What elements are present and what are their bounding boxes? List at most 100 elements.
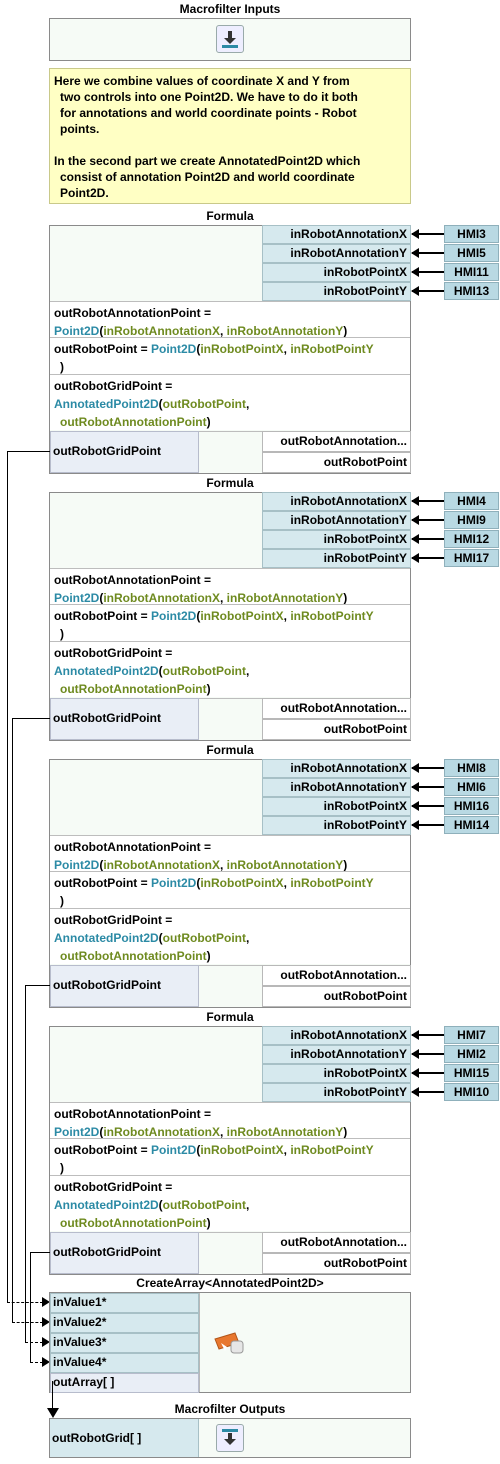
hmi-source[interactable]: HMI11 <box>444 263 499 281</box>
macrofilter-outputs-box[interactable]: outRobotGrid[ ] <box>49 1418 411 1458</box>
function-name: Point2D <box>150 876 197 890</box>
formula-output-point[interactable]: outRobotPoint <box>262 986 411 1007</box>
formula-title: Formula <box>206 476 254 490</box>
argument: inRobotPointY <box>290 876 374 890</box>
formula-lhs: outRobotAnnotationPoint = <box>54 1107 211 1121</box>
output-upload-icon[interactable] <box>216 1424 244 1452</box>
formula-input-port[interactable]: inRobotPointX <box>262 797 411 816</box>
formula-row-robot-point[interactable]: outRobotPoint = Point2D(inRobotPointX, i… <box>50 604 410 641</box>
argument: outRobotPoint <box>162 1198 246 1212</box>
formula-input-port[interactable]: inRobotAnnotationX <box>262 1026 411 1045</box>
formula-row-grid-point[interactable]: outRobotGridPoint = AnnotatedPoint2D(out… <box>50 374 410 430</box>
hmi-source[interactable]: HMI8 <box>444 759 499 777</box>
input-arrow <box>411 1087 444 1097</box>
input-arrow <box>411 763 444 773</box>
create-array-input-1[interactable]: inValue1* <box>50 1293 199 1313</box>
paren: ( <box>158 1198 163 1212</box>
formula-row-grid-point[interactable]: outRobotGridPoint = AnnotatedPoint2D(out… <box>50 1175 410 1231</box>
formula-output-annotation[interactable]: outRobotAnnotation... <box>262 965 411 986</box>
create-array-input-2[interactable]: inValue2* <box>50 1313 199 1333</box>
paren: ( <box>99 324 104 338</box>
output-port[interactable]: outRobotGrid[ ] <box>50 1419 199 1457</box>
hmi-source[interactable]: HMI10 <box>444 1083 499 1101</box>
argument: outRobotAnnotationPoint <box>60 682 207 696</box>
input-arrow <box>411 267 444 277</box>
hmi-source[interactable]: HMI7 <box>444 1026 499 1044</box>
formula-output-port[interactable]: outRobotGridPoint <box>50 965 199 1007</box>
hmi-source[interactable]: HMI3 <box>444 225 499 243</box>
wire-output-arrowhead <box>47 1408 59 1418</box>
formula-output-port[interactable]: outRobotGridPoint <box>50 698 199 740</box>
formula-output-port[interactable]: outRobotGridPoint <box>50 1232 199 1274</box>
formula-input-port[interactable]: inRobotPointX <box>262 263 411 282</box>
hmi-source[interactable]: HMI12 <box>444 530 499 548</box>
hmi-source[interactable]: HMI4 <box>444 492 499 510</box>
argument: inRobotPointX <box>200 876 284 890</box>
formula-row-annotation-point[interactable]: outRobotAnnotationPoint = Point2D(inRobo… <box>50 301 410 338</box>
input-arrow <box>411 1030 444 1040</box>
hmi-source[interactable]: HMI5 <box>444 244 499 262</box>
formula-output-annotation[interactable]: outRobotAnnotation... <box>262 431 411 452</box>
create-array-divider <box>199 1293 200 1392</box>
formula-output-port[interactable]: outRobotGridPoint <box>50 431 199 473</box>
formula-row-annotation-point[interactable]: outRobotAnnotationPoint = Point2D(inRobo… <box>50 835 410 872</box>
formula-input-port[interactable]: inRobotPointY <box>262 1083 411 1102</box>
formula-row-grid-point[interactable]: outRobotGridPoint = AnnotatedPoint2D(out… <box>50 641 410 697</box>
formula-input-port[interactable]: inRobotAnnotationY <box>262 511 411 530</box>
input-arrow <box>411 1068 444 1078</box>
formula-input-port[interactable]: inRobotPointX <box>262 530 411 549</box>
formula-output-spacer <box>199 965 262 1007</box>
formula-row-robot-point[interactable]: outRobotPoint = Point2D(inRobotPointX, i… <box>50 1138 410 1175</box>
hmi-source[interactable]: HMI13 <box>444 282 499 300</box>
formula-row-grid-point[interactable]: outRobotGridPoint = AnnotatedPoint2D(out… <box>50 908 410 964</box>
formula-input-port[interactable]: inRobotPointY <box>262 282 411 301</box>
formula-lhs: outRobotPoint = <box>54 876 151 890</box>
function-name: Point2D <box>150 1143 197 1157</box>
wire-1-horizontal <box>7 451 50 452</box>
formula-input-port[interactable]: inRobotAnnotationY <box>262 778 411 797</box>
formula-title: Formula <box>206 1010 254 1024</box>
formula-output-annotation[interactable]: outRobotAnnotation... <box>262 1232 411 1253</box>
hmi-source[interactable]: HMI15 <box>444 1064 499 1082</box>
formula-input-port[interactable]: inRobotAnnotationY <box>262 244 411 263</box>
hmi-source[interactable]: HMI14 <box>444 816 499 834</box>
input-download-icon[interactable] <box>216 25 244 53</box>
formula-row-annotation-point[interactable]: outRobotAnnotationPoint = Point2D(inRobo… <box>50 568 410 605</box>
function-name: AnnotatedPoint2D <box>54 664 159 678</box>
hmi-source[interactable]: HMI17 <box>444 549 499 567</box>
formula-row-robot-point[interactable]: outRobotPoint = Point2D(inRobotPointX, i… <box>50 871 410 908</box>
macrofilter-inputs-box[interactable] <box>49 18 411 61</box>
create-array-box[interactable]: inValue1* inValue2* inValue3* inValue4* … <box>49 1292 411 1393</box>
wire-4-dashed <box>30 1362 43 1363</box>
create-array-input-3[interactable]: inValue3* <box>50 1333 199 1353</box>
hmi-source[interactable]: HMI2 <box>444 1045 499 1063</box>
input-arrow <box>411 801 444 811</box>
formula-output-point[interactable]: outRobotPoint <box>262 1253 411 1274</box>
formula-input-port[interactable]: inRobotAnnotationX <box>262 759 411 778</box>
paren: ( <box>196 342 201 356</box>
formula-input-port[interactable]: inRobotAnnotationX <box>262 225 411 244</box>
hmi-source[interactable]: HMI16 <box>444 797 499 815</box>
formula-output-point[interactable]: outRobotPoint <box>262 452 411 473</box>
create-array-input-4[interactable]: inValue4* <box>50 1353 199 1373</box>
hmi-source[interactable]: HMI9 <box>444 511 499 529</box>
create-array-output[interactable]: outArray[ ] <box>50 1373 199 1393</box>
wire-4-horizontal <box>30 1252 50 1253</box>
input-arrow <box>411 286 444 296</box>
function-name: Point2D <box>150 342 197 356</box>
formula-row-robot-point[interactable]: outRobotPoint = Point2D(inRobotPointX, i… <box>50 337 410 374</box>
formula-input-port[interactable]: inRobotAnnotationX <box>262 492 411 511</box>
formula-output-point[interactable]: outRobotPoint <box>262 719 411 740</box>
argument: inRobotPointY <box>290 609 374 623</box>
hmi-source[interactable]: HMI6 <box>444 778 499 796</box>
formula-row-annotation-point[interactable]: outRobotAnnotationPoint = Point2D(inRobo… <box>50 1102 410 1139</box>
formula-input-port[interactable]: inRobotPointY <box>262 816 411 835</box>
wire-3-horizontal <box>25 985 50 986</box>
paren: ) <box>206 949 211 963</box>
wire-arrowheads <box>42 1297 50 1367</box>
formula-output-annotation[interactable]: outRobotAnnotation... <box>262 698 411 719</box>
formula-input-port[interactable]: inRobotAnnotationY <box>262 1045 411 1064</box>
formula-input-port[interactable]: inRobotPointX <box>262 1064 411 1083</box>
formula-input-port[interactable]: inRobotPointY <box>262 549 411 568</box>
formula-lhs: outRobotAnnotationPoint = <box>54 573 211 587</box>
